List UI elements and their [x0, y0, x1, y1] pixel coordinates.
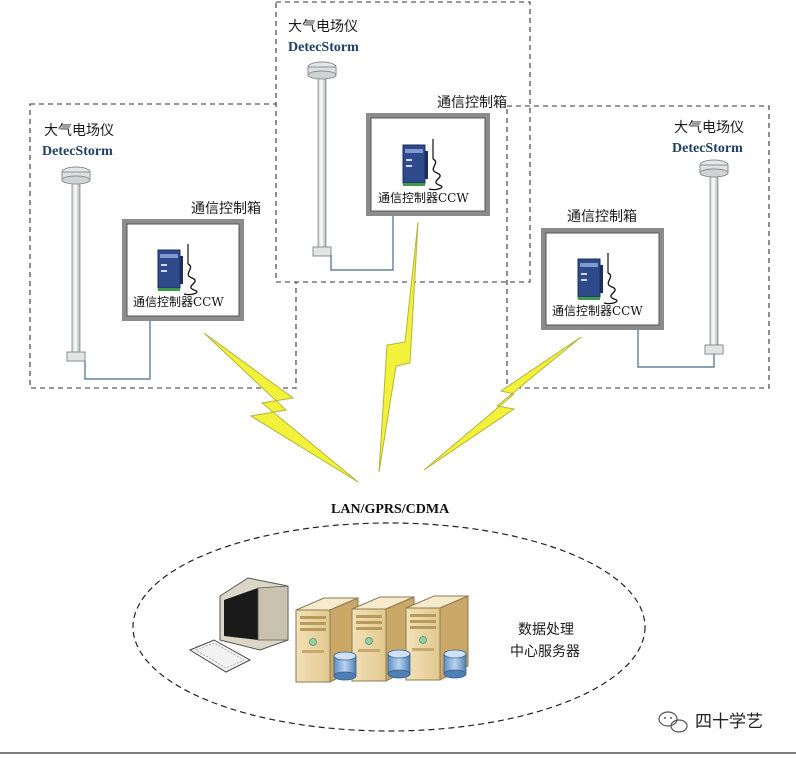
wire-center [330, 216, 394, 271]
controller-label: 通信控制器CCW [552, 304, 643, 318]
disk-icon [333, 651, 357, 681]
control-box-label: 通信控制箱 [191, 201, 261, 217]
server-center-boundary [132, 522, 646, 732]
keyboard-icon [188, 639, 252, 673]
wire-right [637, 330, 715, 368]
lightning-link-icon [378, 221, 419, 473]
station-right-frame [506, 105, 770, 389]
field-mill-pole-icon [699, 159, 729, 355]
field-mill-pole-icon [61, 166, 91, 362]
instrument-name: 大气电场仪 [44, 123, 114, 139]
watermark-text: 四十学艺 [695, 712, 763, 732]
server-center-label-line2: 中心服务器 [510, 644, 580, 660]
network-label: LAN/GPRS/CDMA [331, 502, 450, 517]
server-center-label-line1: 数据处理 [518, 622, 574, 638]
instrument-name: 大气电场仪 [674, 120, 744, 136]
instrument-model: DetecStorm [42, 144, 113, 159]
instrument-model: DetecStorm [672, 141, 743, 156]
controller-label: 通信控制器CCW [378, 191, 469, 205]
control-box-label: 通信控制箱 [437, 95, 507, 111]
monitor-icon [219, 577, 289, 651]
controller-label: 通信控制器CCW [133, 295, 224, 309]
wechat-icon [658, 711, 688, 733]
control-box-label: 通信控制箱 [567, 209, 637, 225]
instrument-model: DetecStorm [288, 40, 359, 55]
instrument-name: 大气电场仪 [288, 19, 358, 35]
disk-icon [387, 649, 411, 679]
lightning-link-icon [423, 336, 582, 471]
lightning-link-icon [203, 332, 359, 483]
wire-left [84, 321, 151, 380]
disk-icon [443, 649, 467, 679]
